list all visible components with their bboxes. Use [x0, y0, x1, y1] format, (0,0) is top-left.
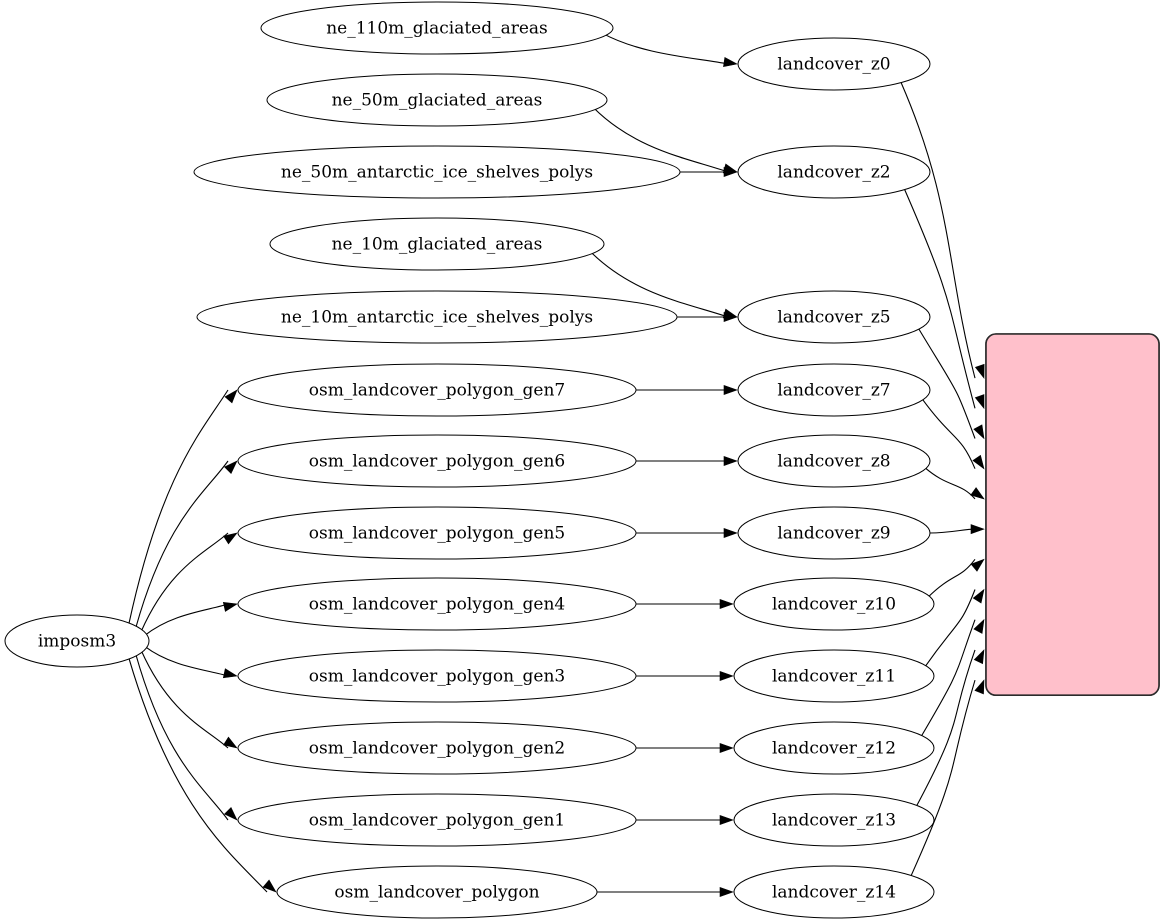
node-shape	[737, 145, 931, 199]
node-shape	[733, 721, 935, 775]
edge	[915, 649, 985, 807]
node-ne_50m_glaciated_areas[interactable]: ne_50m_glaciated_areas	[266, 73, 608, 127]
node-osm_landcover_polygon_gen7[interactable]: osm_landcover_polygon_gen7	[237, 363, 637, 417]
node-shape	[276, 865, 598, 919]
node-landcover_z5[interactable]: landcover_z5	[737, 290, 931, 344]
node-landcover_z12[interactable]: landcover_z12	[733, 721, 935, 775]
node-ne_10m_antarctic_ice_shelves_polys[interactable]: ne_10m_antarctic_ice_shelves_polys	[196, 290, 678, 344]
node-landcover_z10[interactable]: landcover_z10	[733, 577, 935, 631]
node-landcover_z2[interactable]: landcover_z2	[737, 145, 931, 199]
edge	[636, 598, 734, 610]
edge	[144, 602, 238, 637]
node-ne_50m_antarctic_ice_shelves_polys[interactable]: ne_50m_antarctic_ice_shelves_polys	[193, 145, 681, 199]
edge	[900, 81, 985, 379]
edge	[927, 558, 985, 598]
node-shape	[237, 649, 637, 703]
node-shape	[266, 73, 608, 127]
node-osm_landcover_polygon_gen5[interactable]: osm_landcover_polygon_gen5	[237, 506, 637, 560]
node-osm_landcover_polygon_gen1[interactable]: osm_landcover_polygon_gen1	[237, 793, 637, 847]
node-ne_110m_glaciated_areas[interactable]: ne_110m_glaciated_areas	[260, 1, 614, 55]
node-landcover_z11[interactable]: landcover_z11	[733, 649, 935, 703]
edge	[636, 814, 734, 826]
edge	[921, 398, 985, 470]
node-shape	[733, 793, 935, 847]
layer-landcover-table[interactable]: layer_landcoverz0-z1z2-z4z5-z6z7z8z9z10z…	[985, 333, 1160, 697]
node-osm_landcover_polygon[interactable]: osm_landcover_polygon	[276, 865, 598, 919]
node-ne_10m_glaciated_areas[interactable]: ne_10m_glaciated_areas	[269, 217, 605, 271]
edge	[140, 532, 238, 632]
node-landcover_z13[interactable]: landcover_z13	[733, 793, 935, 847]
edge	[903, 188, 985, 410]
table-border	[985, 333, 1160, 697]
node-shape	[733, 649, 935, 703]
edge	[924, 466, 985, 500]
node-landcover_z0[interactable]: landcover_z0	[737, 37, 931, 91]
node-shape	[237, 506, 637, 560]
node-shape	[733, 577, 935, 631]
node-shape	[737, 434, 931, 488]
edge	[636, 527, 738, 539]
node-shape	[269, 217, 605, 271]
node-shape	[737, 37, 931, 91]
edge	[128, 658, 277, 893]
node-osm_landcover_polygon_gen4[interactable]: osm_landcover_polygon_gen4	[237, 577, 637, 631]
nodes-layer: imposm3 ne_110m_glaciated_areas ne_50m_gla…	[4, 1, 935, 919]
node-shape	[733, 865, 935, 919]
node-shape	[4, 614, 150, 668]
node-shape	[193, 145, 681, 199]
node-landcover_z9[interactable]: landcover_z9	[737, 506, 931, 560]
node-shape	[237, 363, 637, 417]
node-osm_landcover_polygon_gen3[interactable]: osm_landcover_polygon_gen3	[237, 649, 637, 703]
node-landcover_z8[interactable]: landcover_z8	[737, 434, 931, 488]
edge	[135, 460, 238, 628]
edge	[924, 588, 985, 668]
node-landcover_z7[interactable]: landcover_z7	[737, 363, 931, 417]
edge	[135, 654, 238, 821]
edge	[920, 618, 985, 737]
edge	[596, 886, 734, 898]
edge	[602, 32, 738, 67]
edge	[917, 327, 985, 440]
edge	[636, 384, 738, 396]
edge	[140, 650, 238, 749]
node-shape	[737, 290, 931, 344]
edge	[677, 311, 738, 323]
edge	[144, 645, 238, 679]
node-shape	[737, 363, 931, 417]
edge	[635, 742, 734, 754]
node-shape	[237, 434, 637, 488]
node-osm_landcover_polygon_gen6[interactable]: osm_landcover_polygon_gen6	[237, 434, 637, 488]
edge	[128, 389, 238, 624]
node-landcover_z14[interactable]: landcover_z14	[733, 865, 935, 919]
node-imposm3[interactable]: imposm3	[4, 614, 150, 668]
node-shape	[737, 506, 931, 560]
edges-layer	[128, 32, 985, 898]
node-shape	[237, 793, 637, 847]
edge	[929, 524, 985, 535]
edge	[636, 455, 738, 467]
node-shape	[196, 290, 678, 344]
node-shape	[237, 721, 637, 775]
edge	[635, 670, 734, 682]
node-shape	[260, 1, 614, 55]
edge	[910, 679, 985, 877]
edge	[679, 166, 738, 178]
node-shape	[237, 577, 637, 631]
node-osm_landcover_polygon_gen2[interactable]: osm_landcover_polygon_gen2	[237, 721, 637, 775]
